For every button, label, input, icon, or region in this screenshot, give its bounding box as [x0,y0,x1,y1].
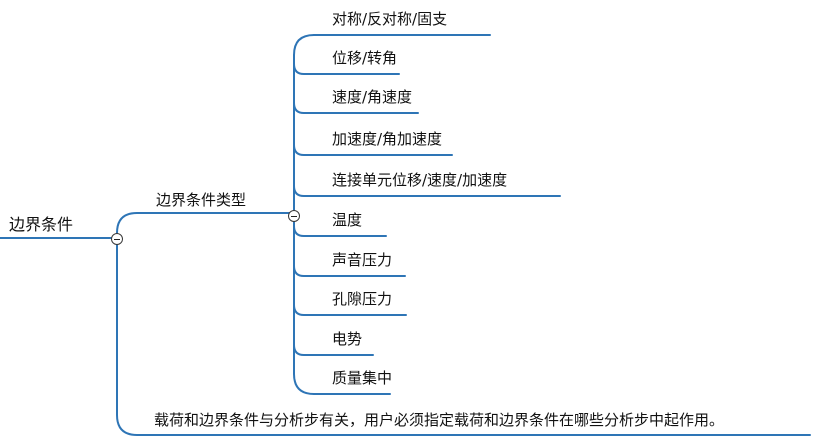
branch-collapse-toggle-icon[interactable] [288,210,300,222]
root-collapse-toggle-icon[interactable] [111,233,123,245]
root-to-branch-connector [116,212,294,239]
root-node-label[interactable]: 边界条件 [9,215,74,234]
child-underline [293,304,407,316]
child-node-label[interactable]: 质量集中 [332,369,393,387]
child-underline [293,102,419,114]
child-underline [293,185,561,197]
child-underline [293,265,406,277]
child-underline [293,225,387,237]
child-node-label[interactable]: 加速度/角加速度 [332,130,443,148]
child-node-label[interactable]: 连接单元位移/速度/加速度 [332,171,508,189]
child-node-label[interactable]: 对称/反对称/固支 [332,10,448,28]
child-node-label[interactable]: 声音压力 [332,251,393,269]
child-underline [293,63,400,75]
child-underline [293,344,374,356]
child-node-label[interactable]: 速度/角速度 [332,88,413,106]
child-node-label[interactable]: 孔隙压力 [332,290,393,308]
child-underline [293,144,453,156]
branch-spine-top-curve [293,34,315,56]
child-node-label[interactable]: 位移/转角 [332,49,398,67]
branch-node-label[interactable]: 边界条件类型 [156,191,247,209]
child-node-label[interactable]: 电势 [332,330,363,348]
root-to-note-connector [116,239,811,436]
branch-spine-bottom-curve [293,373,315,395]
child-node-label[interactable]: 温度 [332,211,363,229]
note-node-label[interactable]: 载荷和边界条件与分析步有关，用户必须指定载荷和边界条件在哪些分析步中起作用。 [154,411,725,429]
child-connectors [293,34,561,395]
